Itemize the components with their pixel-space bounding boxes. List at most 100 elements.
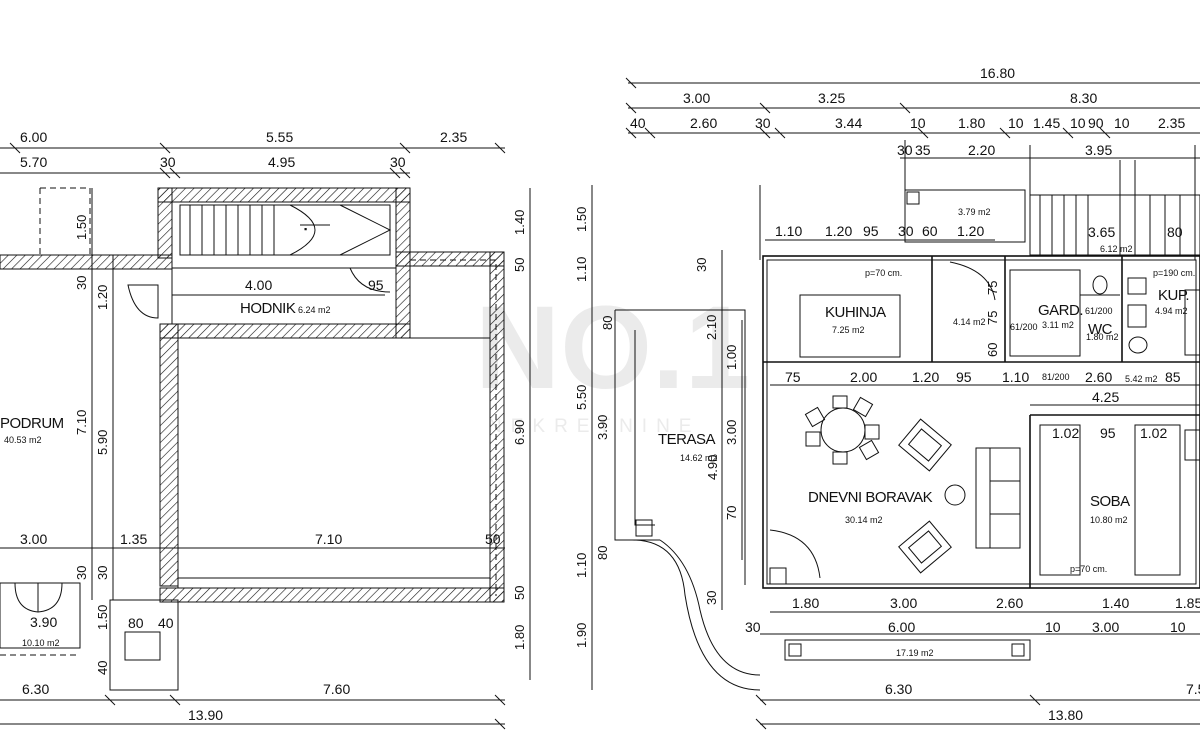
dim-in-6: 50 [485,531,501,547]
dim-rv-2: 50 [512,258,527,272]
room-kuhinja-area: 7.25 m2 [832,325,865,335]
dim-mid-10: 95 [1100,425,1116,441]
label-6120a: 61/200 [1010,322,1038,332]
dim-lv-9: 40 [95,661,110,675]
label-6120b: 61/200 [1085,306,1113,316]
dim-mid-2: 2.00 [850,369,877,385]
dim-bi-3: 2.60 [996,595,1023,611]
right-plan: 16.80 3.00 3.25 8.30 40 2.60 30 3.44 10 … [574,65,1200,730]
dim-bi-9: 3.00 [1092,619,1119,635]
watermark-logo: NO.1 NEKRETNINE [475,282,750,437]
dim-hodnik-width: 4.00 [245,277,272,293]
dim-bi-2: 3.00 [890,595,917,611]
watermark-main: NO.1 [475,282,750,414]
room-dnevni-name: DNEVNI BORAVAK [808,489,933,506]
room-podrum-area: 40.53 m2 [4,435,42,445]
dim-iv-3: 2.10 [704,315,719,340]
room-dnevni-area: 30.14 m2 [845,515,883,525]
dim-mid-6: 2.60 [1085,369,1112,385]
dining-table-icon [804,395,880,465]
dim-rlv-8: 1.90 [574,623,589,648]
dim-in-8: 80 [128,615,144,631]
room-kup-area: 4.94 m2 [1155,306,1188,316]
room-wc-name: WC [1088,321,1113,338]
room-terasa-area: 14.62 m2 [680,453,718,463]
room-hodnik-name: HODNIK [240,300,296,317]
sofa-icon [975,447,1021,549]
dim-bi-7: 6.00 [888,619,915,635]
dim-mid-5: 1.10 [1002,369,1029,385]
dim-rb-2: 7.5 [1186,681,1200,697]
label-p190: p=190 cm. [1153,268,1195,278]
dim-top-6: 4.95 [268,154,295,170]
dim-rt-8: 3.44 [835,115,862,131]
dim-bottom-3: 13.90 [188,707,223,723]
dim-rt-14: 90 [1088,115,1104,131]
dim-stair-80: 80 [1167,224,1183,240]
dim-bi-4: 1.40 [1102,595,1129,611]
dim-rt-12: 1.45 [1033,115,1060,131]
room-r6-area: 3.79 m2 [958,207,991,217]
dim-lv-3: 1.20 [95,285,110,310]
dim-iv-2: 80 [600,316,615,330]
dim-rt-4: 8.30 [1070,90,1097,106]
room-wc-area: 1.80 m2 [1086,332,1119,342]
dim-rt-19: 2.20 [968,142,995,158]
room-soba-area: 10.80 m2 [1090,515,1128,525]
dim-rt-6: 2.60 [690,115,717,131]
dim-rt-11: 10 [1008,115,1024,131]
dim-it-4: 30 [898,223,914,239]
dim-rlv-4: 3.90 [595,415,610,440]
dim-rt-2: 3.00 [683,90,710,106]
dim-rv-4: 50 [512,586,527,600]
dim-top-1: 6.00 [20,129,47,145]
dim-in-9: 40 [158,615,174,631]
dim-rt-20: 3.95 [1085,142,1112,158]
dim-mid-8: 4.25 [1092,389,1119,405]
dim-lv-8: 1.50 [95,605,110,630]
dim-rb-3: 13.80 [1048,707,1083,723]
dim-it-1: 1.10 [775,223,802,239]
room-gard-area: 3.11 m2 [1042,320,1074,330]
dim-rt-7: 30 [755,115,771,131]
dim-rv-3: 6.90 [512,420,527,445]
label-81200: 81/200 [1042,372,1070,382]
room-kup-name: KUP. [1158,287,1189,304]
dim-rv-5: 1.80 [512,625,527,650]
dim-rt-5: 40 [630,115,646,131]
dim-rt-10: 1.80 [958,115,985,131]
dim-it-2: 1.20 [825,223,852,239]
stair-note: ▪ [304,224,307,234]
dim-it-6: 1.20 [957,223,984,239]
dim-rv-1: 1.40 [512,210,527,235]
dim-bi-6: 30 [745,619,761,635]
dim-rt-18: 35 [915,142,931,158]
dim-top-2: 5.55 [266,129,293,145]
dim-iv-5: 3.00 [724,420,739,445]
dim-rt-3: 3.25 [818,90,845,106]
dim-rt-16: 2.35 [1158,115,1185,131]
dim-bi-5: 1.85 [1175,595,1200,611]
dim-mid-11: 1.02 [1140,425,1167,441]
room-r7-area: 6.12 m2 [1100,244,1133,254]
room-gard-name: GARD. [1038,302,1083,319]
dim-mid-9: 1.02 [1052,425,1079,441]
dim-in-4: 1.35 [120,531,147,547]
dim-in-3: 3.00 [20,531,47,547]
dim-rlv-7: 1.10 [574,553,589,578]
dim-iv-7: 30 [704,591,719,605]
dim-rlv-6: 80 [595,546,610,560]
dim-rlv-5: 4.90 [705,455,720,480]
room-soba-name: SOBA [1090,493,1130,510]
room-r11-area: 5.42 m2 [1125,374,1158,384]
watermark-sub: NEKRETNINE [488,416,700,437]
round-table-icon [944,484,966,506]
dim-bottom-2: 7.60 [323,681,350,697]
dim-iv-8: 75 [985,281,1000,295]
dim-rlv-2: 1.10 [574,257,589,282]
dim-bi-1: 1.80 [792,595,819,611]
dim-lv-5: 5.90 [95,430,110,455]
dim-iv-10: 60 [985,343,1000,357]
dim-top-4: 5.70 [20,154,47,170]
dim-iv-4: 1.00 [724,345,739,370]
